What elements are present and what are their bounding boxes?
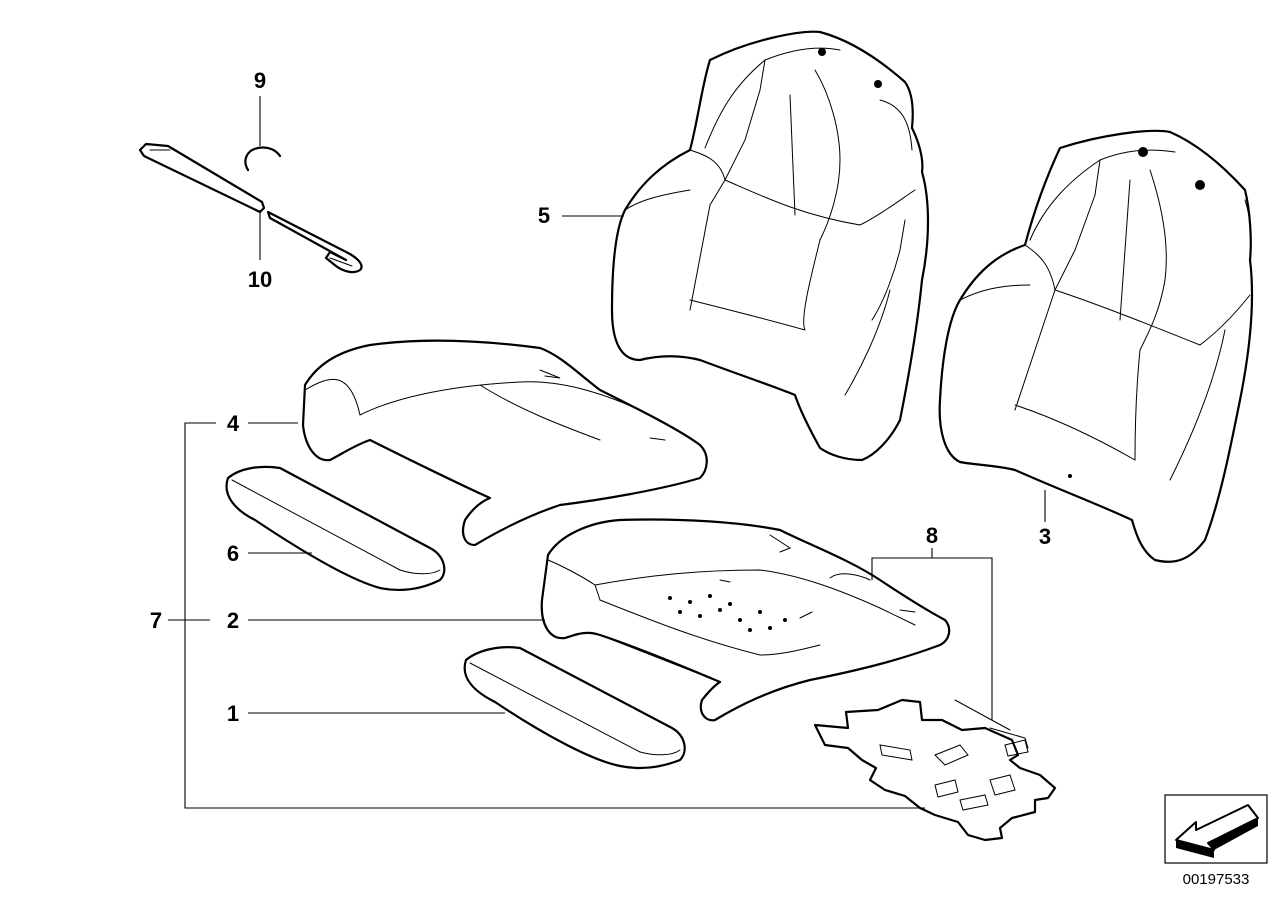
callout-6: 6 — [227, 541, 239, 566]
part-3-backrest-cover — [938, 129, 1254, 563]
part-9-clip — [244, 146, 282, 172]
arrow-down-left-icon[interactable] — [1164, 794, 1268, 864]
callout-4: 4 — [227, 411, 240, 436]
part-10-wire — [138, 142, 363, 274]
part-4-seat-cover — [301, 339, 708, 547]
callout-7: 7 — [150, 608, 162, 633]
callout-2: 2 — [227, 608, 239, 633]
part-5-backrest-cushion — [610, 30, 930, 462]
callout-1: 1 — [227, 701, 239, 726]
part-8-heating-mat — [813, 698, 1057, 842]
callout-3: 3 — [1039, 524, 1051, 549]
part-2-seat-foam — [540, 518, 951, 722]
diagram-id: 00197533 — [1183, 871, 1250, 888]
callout-5: 5 — [538, 203, 550, 228]
callout-8: 8 — [926, 523, 938, 548]
part-1-cushion-insert — [463, 646, 686, 770]
leader-7-bracket — [184, 422, 925, 809]
part-6-cushion-insert — [225, 465, 446, 591]
callout-9: 9 — [254, 68, 266, 93]
leader-lines — [168, 96, 1046, 809]
callout-10: 10 — [248, 267, 272, 292]
